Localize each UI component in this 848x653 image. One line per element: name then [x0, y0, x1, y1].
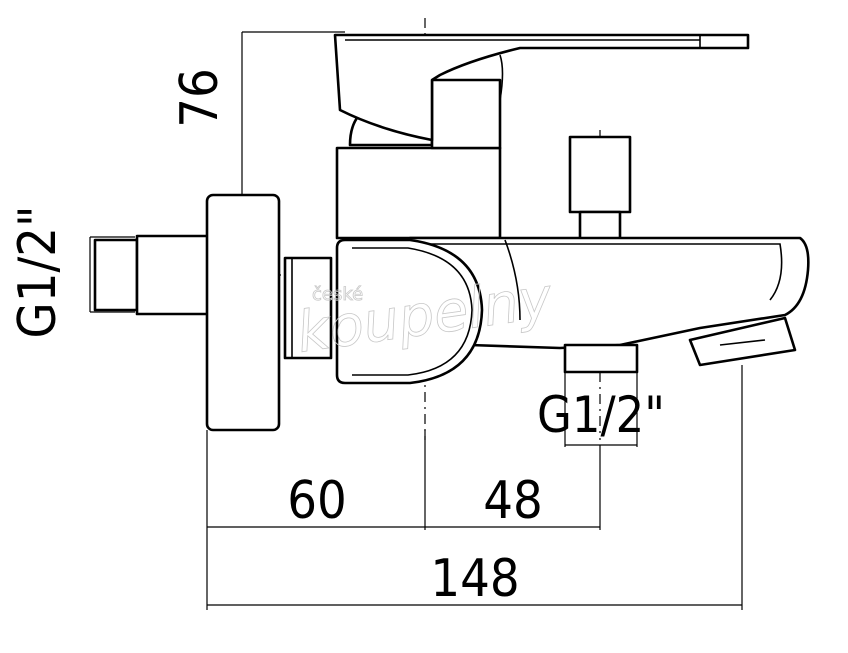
- inlet-pipe-thin: [93, 238, 139, 312]
- watermark-line1: české: [312, 284, 363, 305]
- lever-inner-line: [345, 35, 701, 101]
- spout-inner-contour: [420, 239, 783, 321]
- label-outlet-thread: G1/2": [537, 386, 665, 444]
- label-dim-148: 148: [430, 549, 519, 609]
- aerator-tick: [719, 339, 766, 346]
- label-dim-48: 48: [483, 471, 543, 531]
- body-front-cap: [335, 238, 484, 385]
- dimension-lines: [89, 31, 743, 610]
- label-dim-60: 60: [287, 471, 347, 531]
- label-height-76: 76: [170, 68, 230, 128]
- bottom-outlet-nut: [563, 343, 639, 374]
- aerator-outlet: [688, 316, 797, 367]
- label-inlet-thread: G1/2": [8, 205, 68, 338]
- lever-handle: [333, 33, 750, 142]
- diverter-knob: [568, 135, 632, 214]
- inlet-pipe: [135, 234, 211, 316]
- faucet-outline: [93, 33, 810, 432]
- body-front-cap-inner: [352, 247, 473, 376]
- cartridge-stem: [430, 78, 502, 150]
- dimension-labels: 76 G1/2" G1/2" 60 48 148: [8, 68, 665, 609]
- wall-flange: [205, 193, 281, 432]
- valve-body: [335, 146, 502, 240]
